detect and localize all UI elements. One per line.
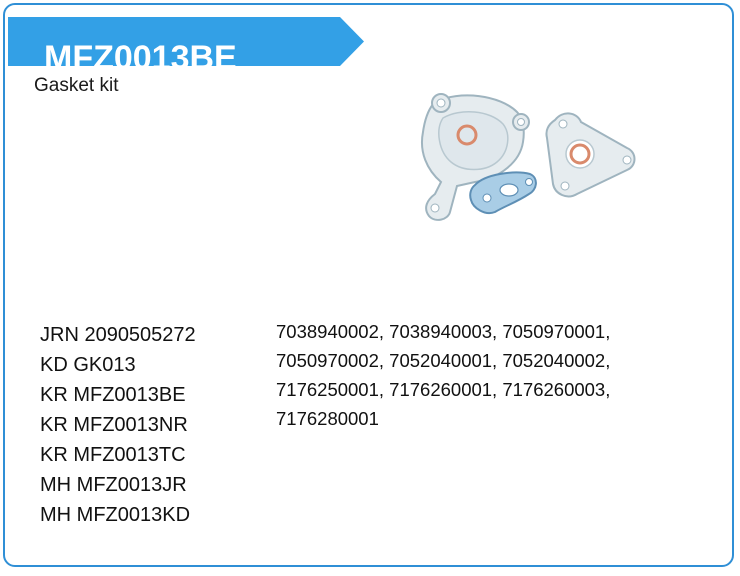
cross-reference-item: KR MFZ0013NR <box>40 414 188 436</box>
cross-reference-item: KD GK013 <box>40 354 136 376</box>
cross-reference-item: KR MFZ0013BE <box>40 384 186 406</box>
cross-reference-list: JRN 2090505272 KD GK013 KR MFZ0013BE KR … <box>40 320 196 530</box>
blue-gasket-shape <box>469 171 537 214</box>
product-type: Gasket kit <box>34 75 119 96</box>
cross-reference-item: MH MFZ0013JR <box>40 474 187 496</box>
banner-shape <box>8 17 364 66</box>
header-banner: MFZ0013BE <box>8 17 364 77</box>
gasket-kit-image <box>405 90 650 240</box>
cross-reference-item: JRN 2090505272 <box>40 324 196 346</box>
cross-reference-item: KR MFZ0013TC <box>40 444 186 466</box>
cross-reference-item: MH MFZ0013KD <box>40 504 191 526</box>
oem-number-list: 7038940002, 7038940003, 7050970001, 7050… <box>276 321 611 429</box>
large-gasket-shape <box>421 93 530 221</box>
product-card <box>3 3 734 567</box>
product-code: MFZ0013BE <box>44 39 237 77</box>
triangle-gasket-shape <box>545 112 636 198</box>
